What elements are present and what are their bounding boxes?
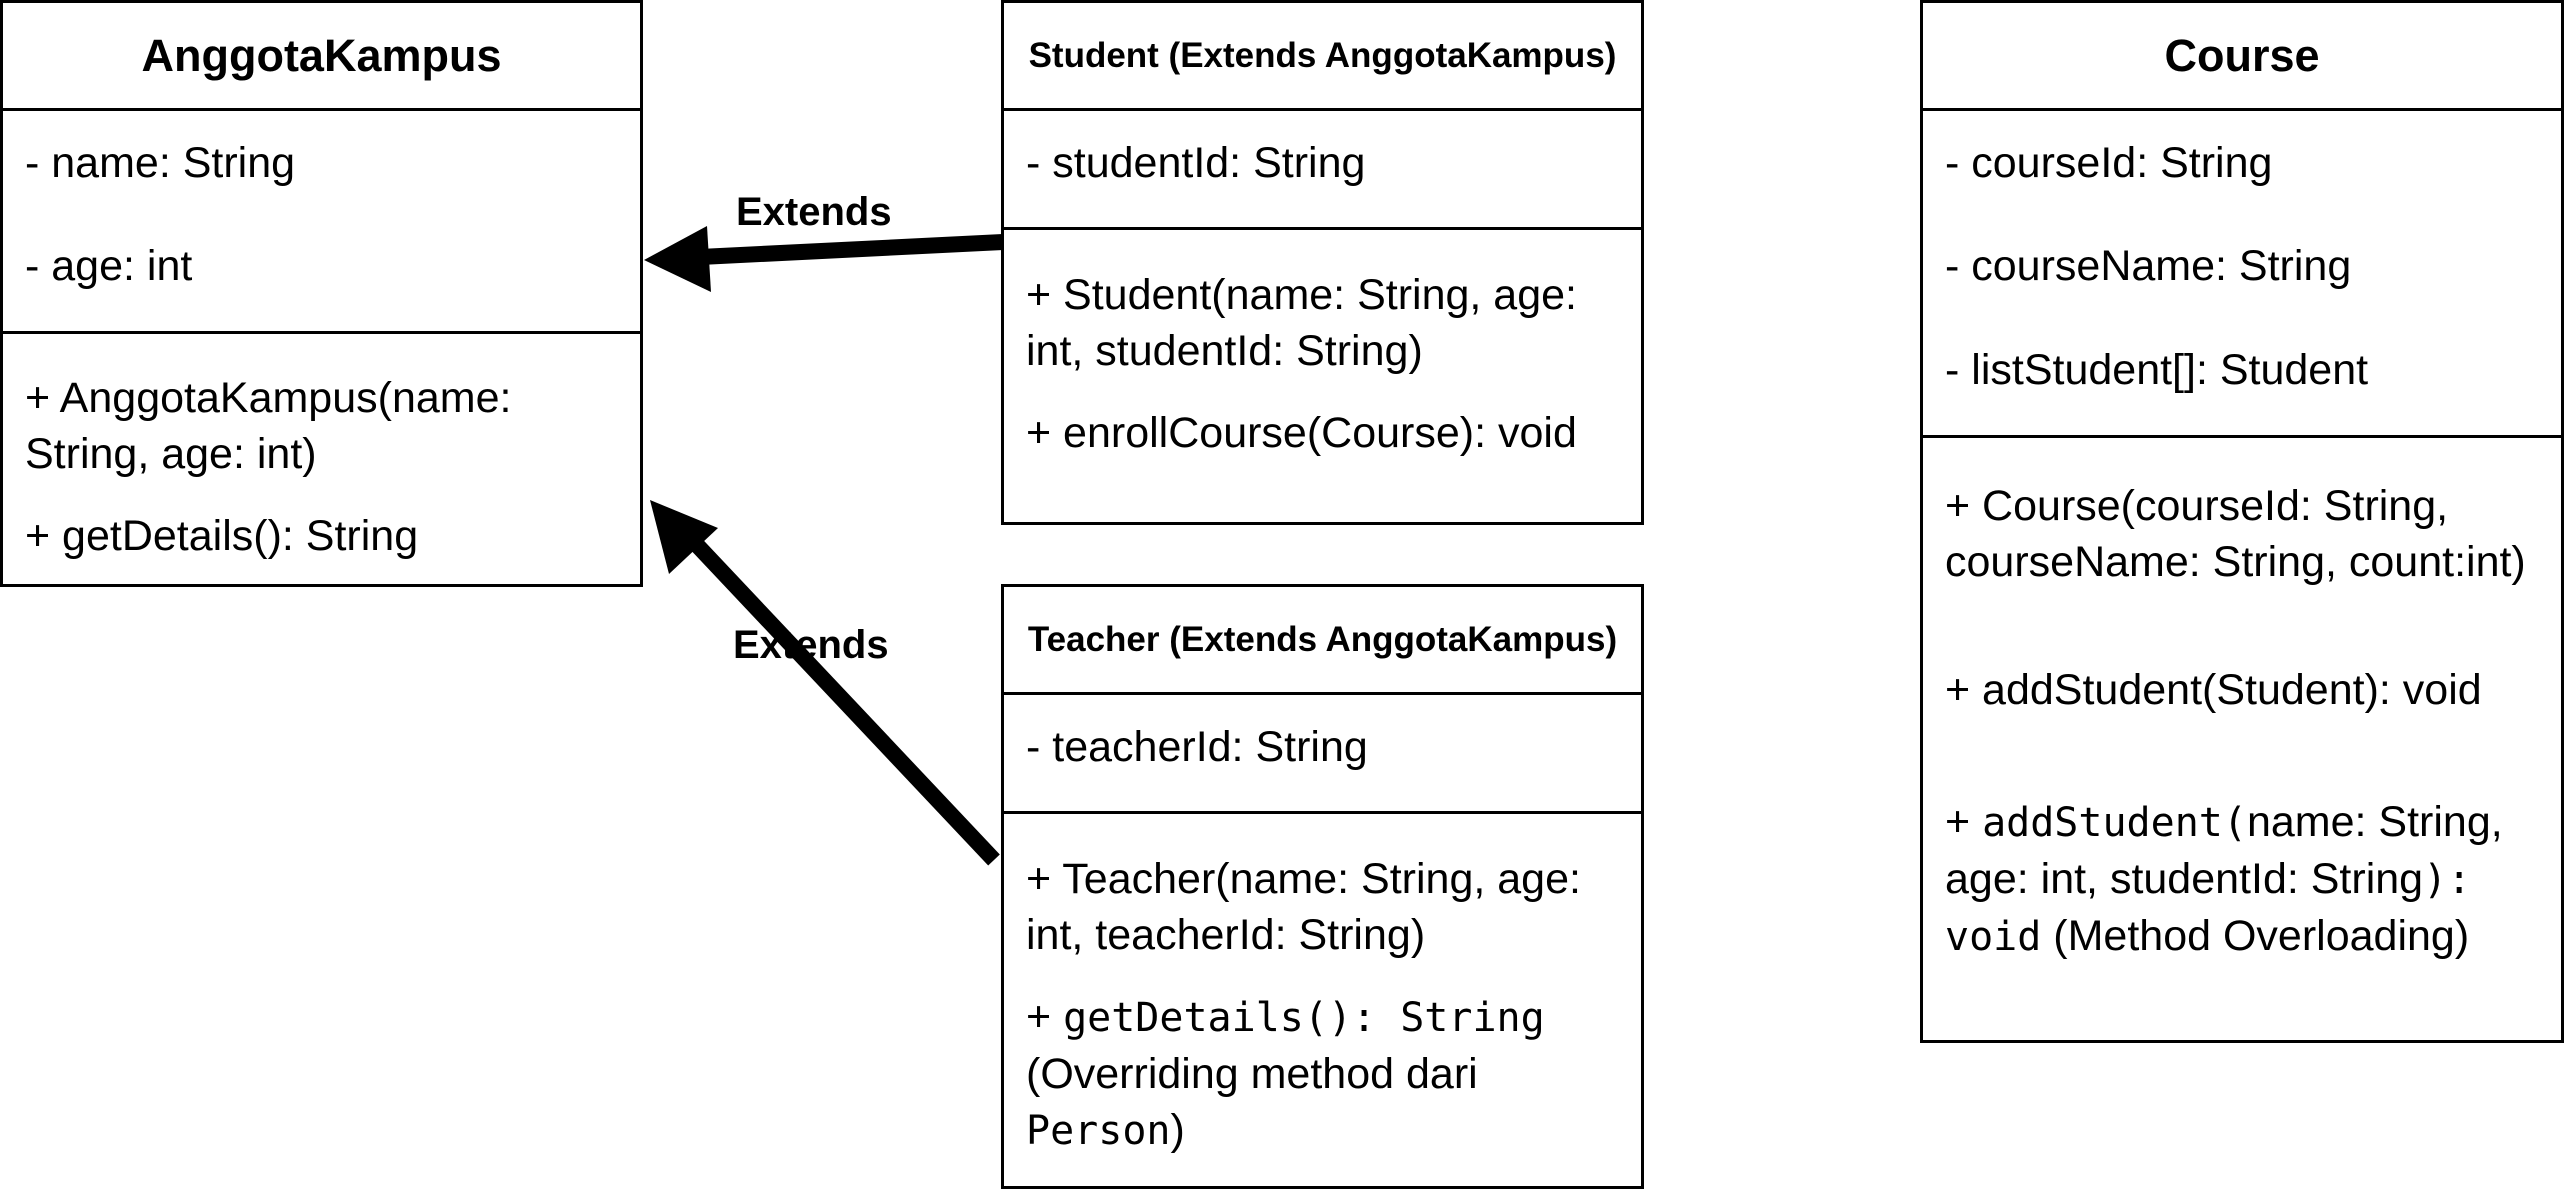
class-title: AnggotaKampus (3, 3, 640, 111)
student-extends-label: Extends (736, 190, 892, 234)
methods-section: + Teacher(name: String, age: int, teache… (1004, 814, 1641, 1186)
attribute-list-student: - listStudent[]: Student (1945, 346, 2369, 394)
method-constructor: + Teacher(name: String, age: int, teache… (1026, 855, 1581, 959)
method-prefix: + (1026, 993, 1064, 1041)
attribute-course-id: - courseId: String (1945, 139, 2273, 187)
method-enroll-course: + enrollCourse(Course): void (1026, 409, 1577, 457)
attribute-age: - age: int (25, 242, 193, 290)
methods-section: + Course(courseId: String, courseName: S… (1923, 438, 2561, 1040)
method-note-code: Person (1026, 1108, 1171, 1154)
method-constructor: + Student(name: String, age: int, studen… (1026, 271, 1577, 375)
student-extends-arrow (644, 226, 1004, 292)
attribute-student-id: - studentId: String (1026, 139, 1366, 187)
method-add-student-overload: + addStudent(name: String, age: int, stu… (1945, 794, 2535, 965)
attribute-name: - name: String (25, 139, 296, 187)
method-params: name: String, age: int, studentId: Strin… (1945, 798, 2503, 903)
method-prefix: + (1945, 798, 1983, 846)
class-title: Student (Extends AnggotaKampus) (1004, 3, 1641, 111)
class-title: Teacher (Extends AnggotaKampus) (1004, 587, 1641, 695)
method-note: (Method Overloading) (2053, 912, 2470, 960)
attribute-teacher-id: - teacherId: String (1026, 723, 1368, 771)
attributes-section: - courseId: String - courseName: String … (1923, 111, 2561, 438)
class-anggota-kampus[interactable]: AnggotaKampus - name: String - age: int … (0, 0, 643, 587)
class-teacher[interactable]: Teacher (Extends AnggotaKampus) - teache… (1001, 584, 1644, 1189)
attributes-section: - name: String - age: int (3, 111, 640, 334)
method-constructor: + AnggotaKampus(name: String, age: int) (25, 374, 512, 478)
attributes-section: - teacherId: String (1004, 695, 1641, 814)
method-constructor: + Course(courseId: String, courseName: S… (1945, 482, 2526, 586)
method-get-details: + getDetails(): String (25, 512, 419, 560)
attributes-section: - studentId: String (1004, 111, 1641, 230)
method-signature: getDetails(): String (1063, 995, 1545, 1041)
method-name: addStudent( (1982, 800, 2247, 846)
attribute-course-name: - courseName: String (1945, 242, 2352, 290)
class-course[interactable]: Course - courseId: String - courseName: … (1920, 0, 2564, 1043)
class-student[interactable]: Student (Extends AnggotaKampus) - studen… (1001, 0, 1644, 525)
methods-section: + AnggotaKampus(name: String, age: int) … (3, 334, 640, 584)
method-return: ): void (1945, 857, 2472, 960)
method-note: (Overriding method dari (1026, 1050, 1478, 1098)
method-get-details: + getDetails(): String (Overriding method… (1026, 989, 1616, 1159)
methods-section: + Student(name: String, age: int, studen… (1004, 230, 1641, 522)
teacher-extends-label: Extends (733, 623, 889, 667)
method-add-student: + addStudent(Student): void (1945, 666, 2482, 714)
teacher-extends-arrow (650, 500, 1000, 866)
class-title: Course (1923, 3, 2561, 111)
method-note-close: ) (1170, 1106, 1185, 1154)
